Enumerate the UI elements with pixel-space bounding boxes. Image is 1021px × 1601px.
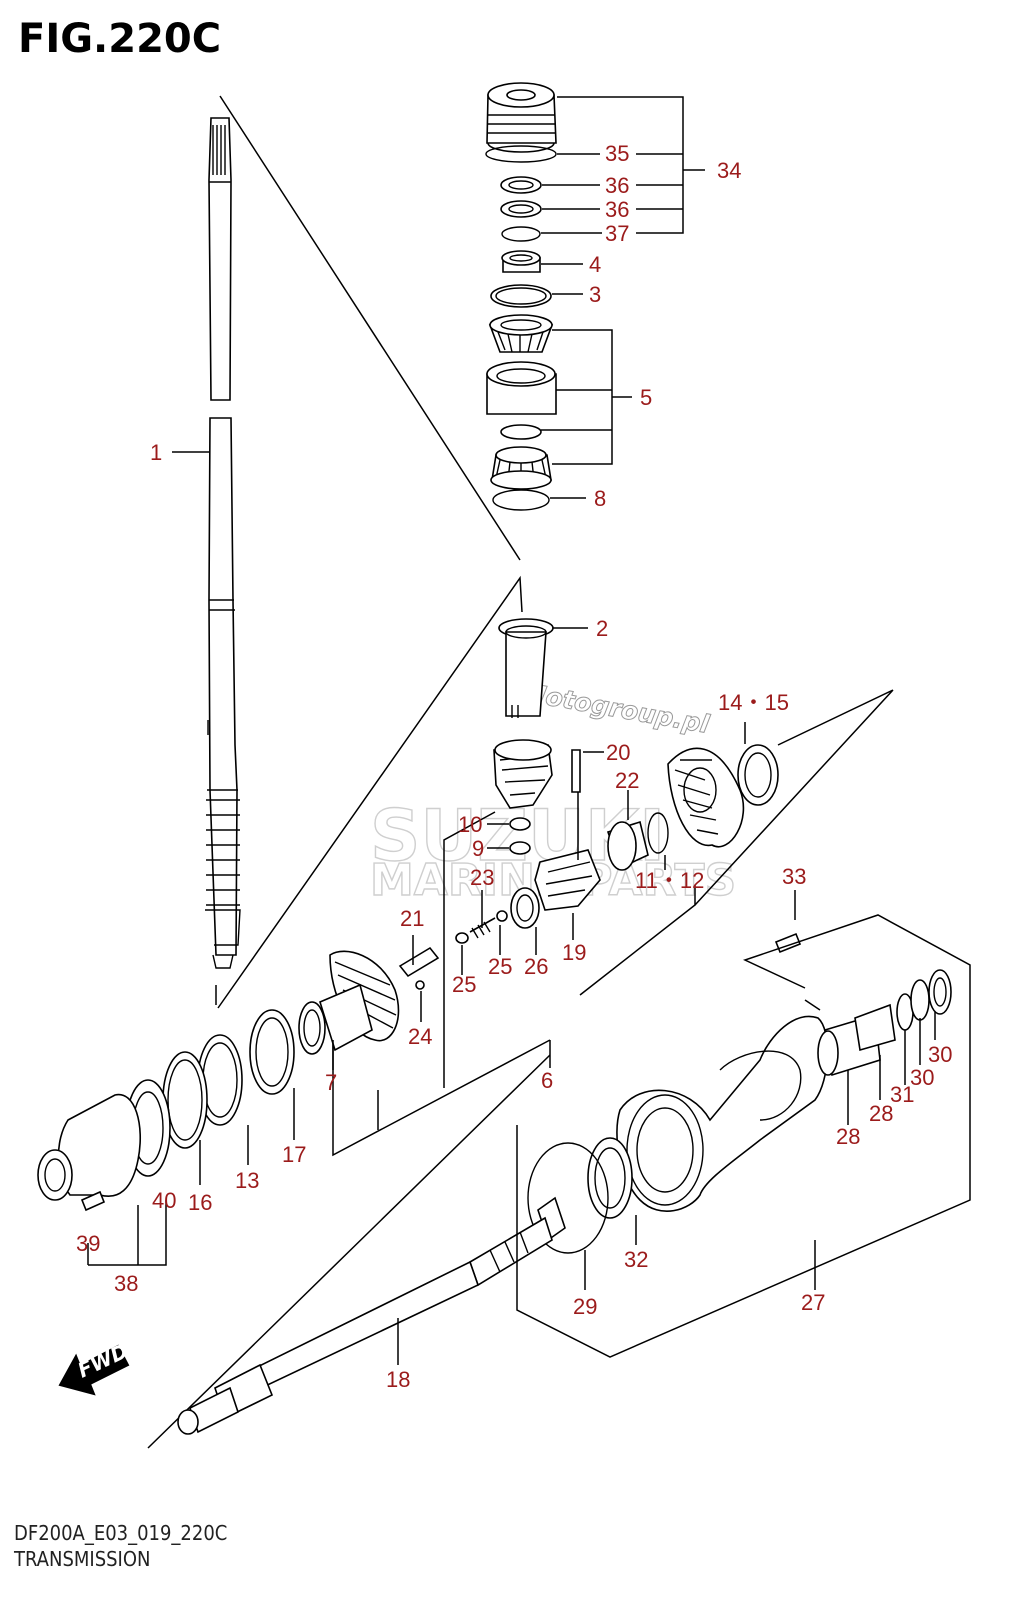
callout-17: 17: [282, 1142, 306, 1167]
callout-labels: 1 2 3 4 5 6 7 8 9 10 11・12 13 14・15 16 1…: [76, 141, 952, 1392]
callout-32: 32: [624, 1247, 648, 1272]
callout-2: 2: [596, 616, 608, 641]
callout-26: 26: [524, 954, 548, 979]
callout-8: 8: [594, 486, 606, 511]
callout-24: 24: [408, 1024, 432, 1049]
callout-27: 27: [801, 1290, 825, 1315]
callout-37: 37: [605, 221, 629, 246]
assembly-guide-lines: [147, 95, 894, 1449]
callout-19: 19: [562, 940, 586, 965]
model-code: DF200A_E03_019_220C: [14, 1521, 227, 1545]
callout-40: 40: [152, 1188, 176, 1213]
callout-22: 22: [615, 768, 639, 793]
sleeve-part-2: [498, 618, 554, 718]
callout-38: 38: [114, 1271, 138, 1296]
thrust-bearing-set: [125, 1009, 295, 1177]
callout-18: 18: [386, 1367, 410, 1392]
callout-25a: 25: [452, 972, 476, 997]
callout-25b: 25: [488, 954, 512, 979]
bearing-housing-part-38: [37, 1093, 142, 1212]
callout-23: 23: [470, 865, 494, 890]
gear-case-part-27: [616, 1015, 829, 1212]
callout-9: 9: [472, 836, 484, 861]
gear-set: [398, 739, 779, 990]
leader-lines: [172, 96, 936, 1365]
callout-1: 1: [150, 440, 162, 465]
callout-35: 35: [605, 141, 629, 166]
watermark-motogroup: Motogroup.pl: [519, 677, 712, 739]
figure-title: FIG.220C: [18, 16, 221, 62]
callout-10: 10: [458, 812, 482, 837]
callout-5: 5: [640, 385, 652, 410]
callout-28a: 28: [836, 1124, 860, 1149]
callout-30b: 30: [910, 1065, 934, 1090]
propeller-shaft-bearings: [527, 932, 952, 1254]
callout-21: 21: [400, 906, 424, 931]
callout-36a: 36: [605, 173, 629, 198]
bracket-lines: [87, 914, 971, 1358]
callout-7: 7: [325, 1070, 337, 1095]
drive-shaft: [205, 117, 241, 969]
upper-bearing-stack: [485, 82, 557, 511]
callout-11-12: 11・12: [635, 868, 704, 893]
callout-4: 4: [589, 252, 601, 277]
callout-34: 34: [717, 158, 741, 183]
propeller-shaft-part-18: [177, 1196, 566, 1435]
callout-20: 20: [606, 740, 630, 765]
callout-29: 29: [573, 1294, 597, 1319]
callout-13: 13: [235, 1168, 259, 1193]
callout-16: 16: [188, 1190, 212, 1215]
callout-39: 39: [76, 1231, 100, 1256]
callout-28b: 28: [869, 1101, 893, 1126]
callout-6: 6: [541, 1068, 553, 1093]
callout-33: 33: [782, 864, 806, 889]
callout-14-15: 14・15: [718, 690, 789, 715]
section-name: TRANSMISSION: [13, 1547, 150, 1571]
fwd-direction-arrow: FWD: [58, 1339, 132, 1396]
callout-30a: 30: [928, 1042, 952, 1067]
callout-36b: 36: [605, 197, 629, 222]
callout-31: 31: [890, 1082, 914, 1107]
callout-3: 3: [589, 282, 601, 307]
forward-gear-part-7: [298, 950, 400, 1055]
